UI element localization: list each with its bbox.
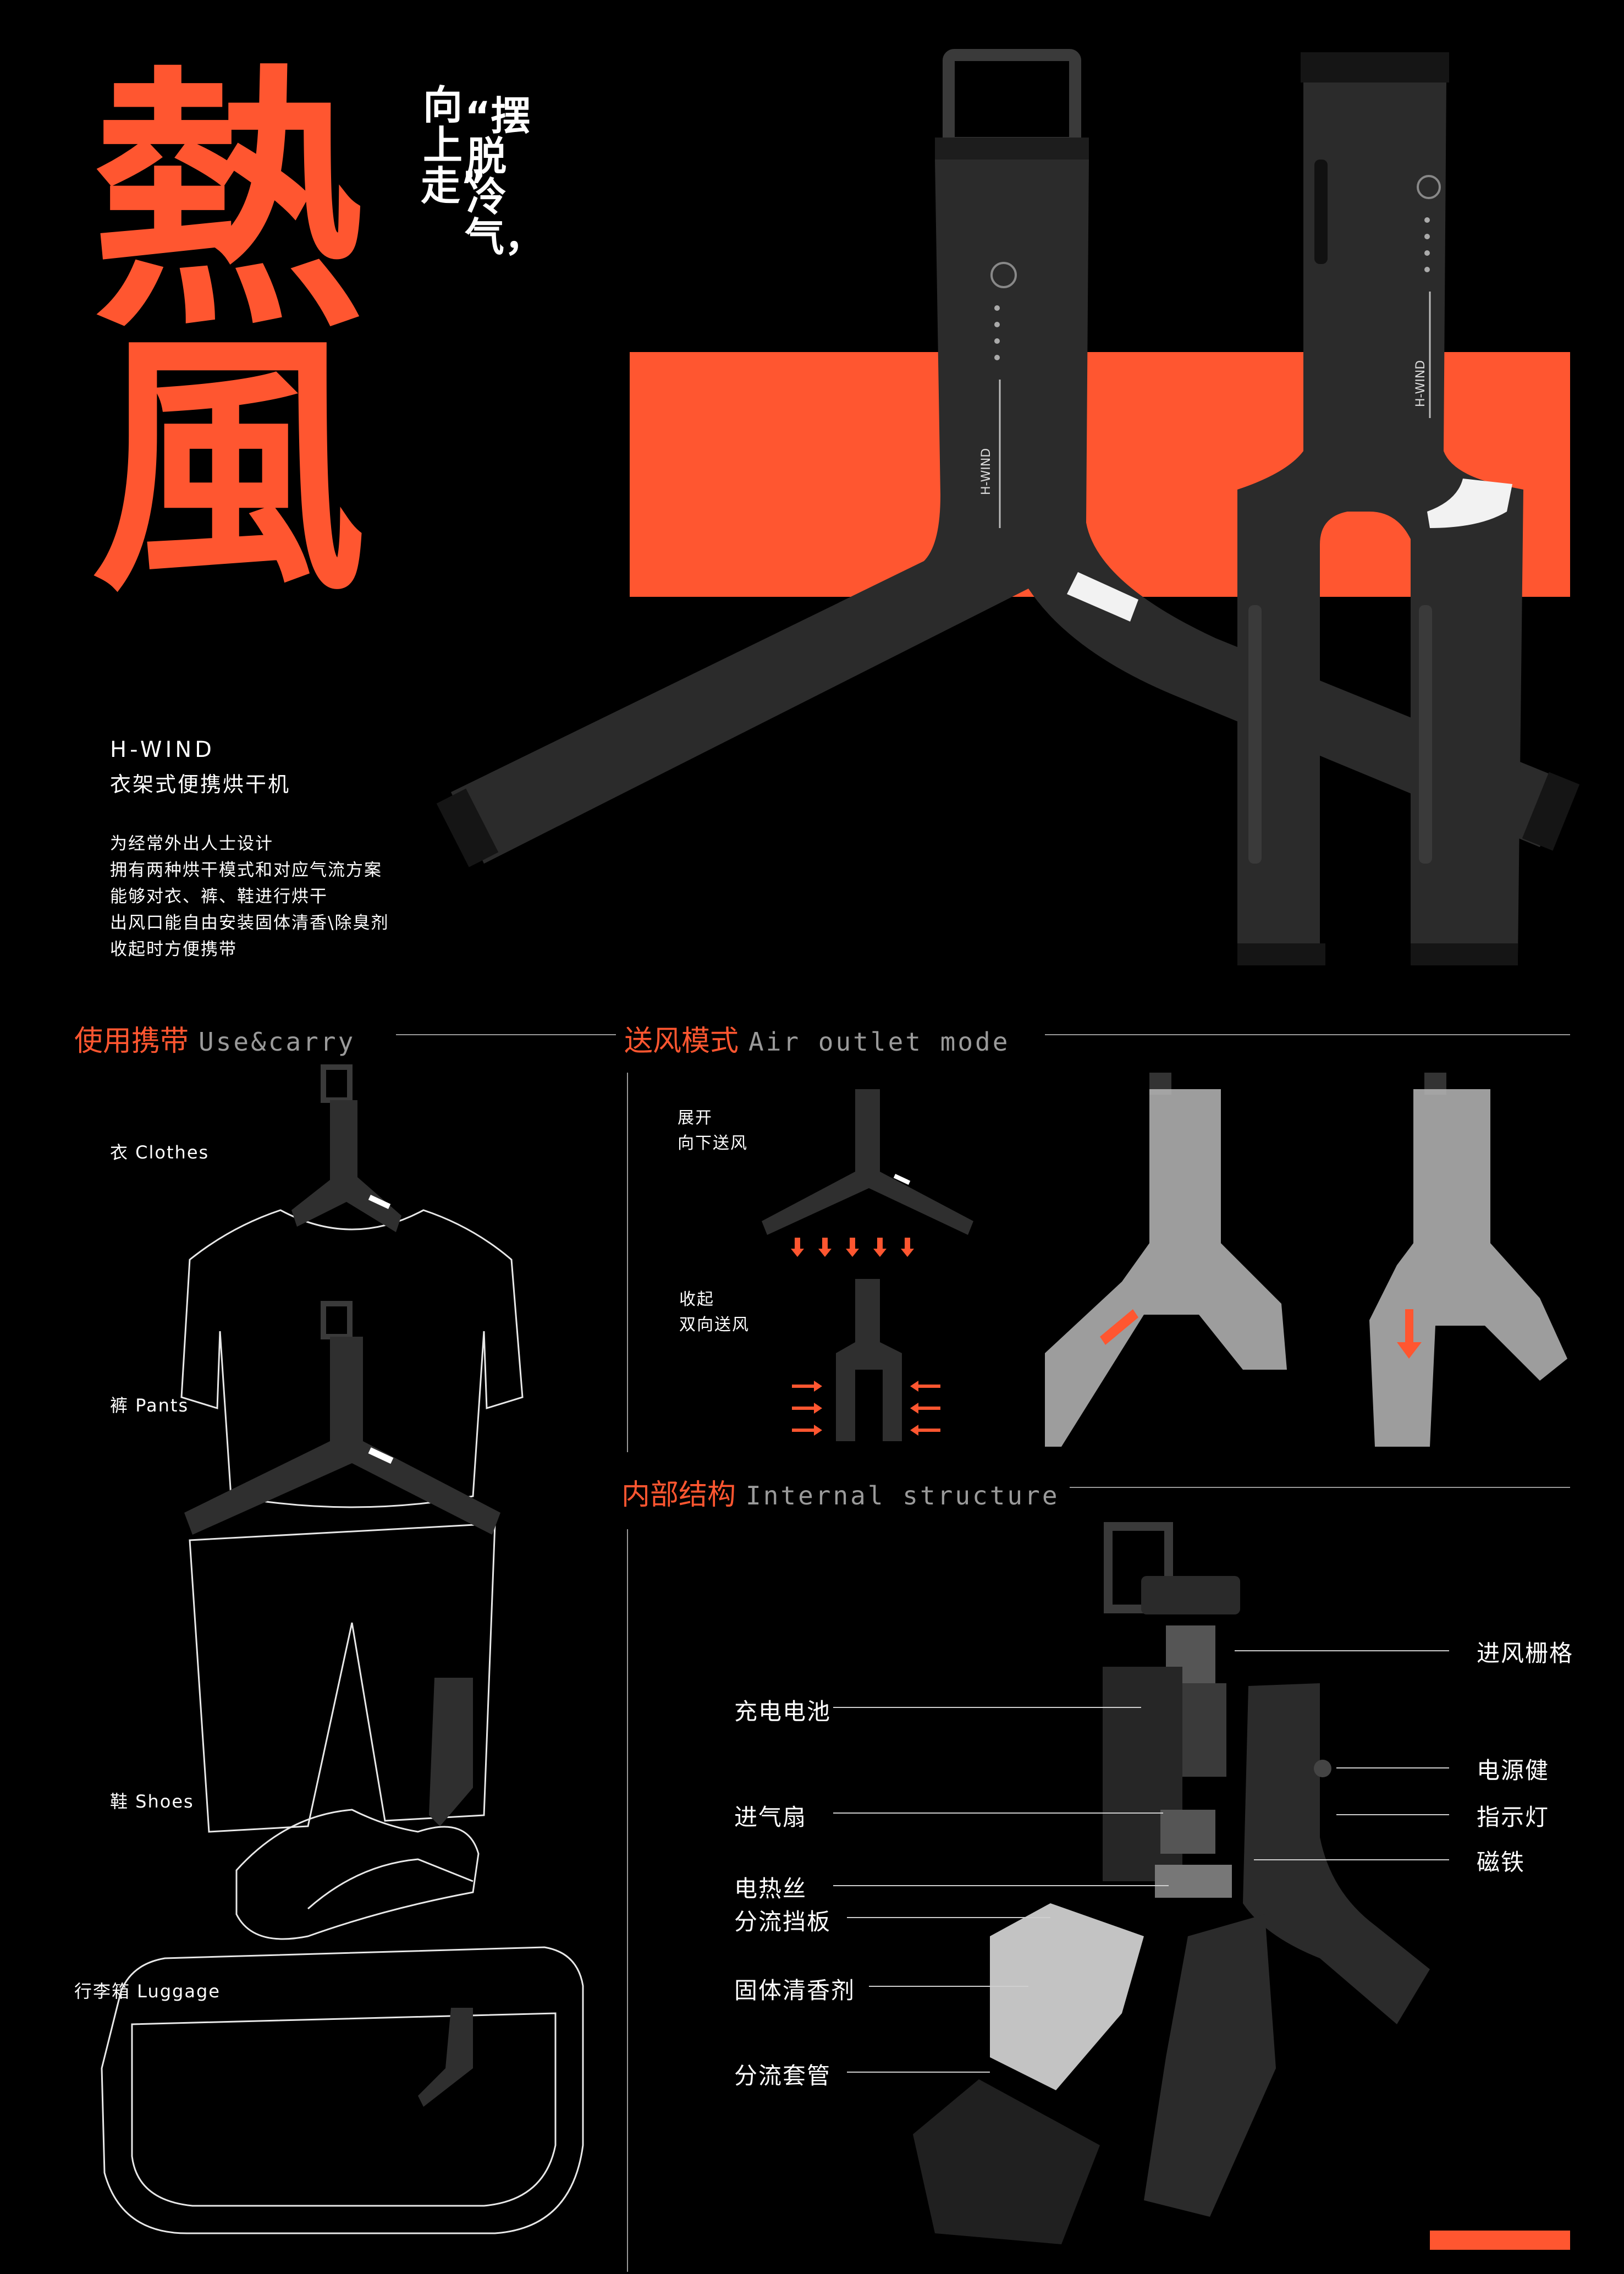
section-internal-heading: 内部结构 Internal structure — [621, 1471, 1060, 1513]
product-brand: H-WIND — [110, 737, 215, 762]
hero-body-print-2: H-WIND — [1414, 360, 1428, 407]
mode-fold-line: 收起 — [679, 1290, 714, 1309]
mode-expand-label: 展开 向下送风 — [678, 1106, 748, 1156]
section-air-outlet-en: Air outlet mode — [748, 1027, 1010, 1057]
part-label-diverter-sleeve: 分流套管 — [734, 2062, 832, 2089]
part-leader — [847, 1917, 1050, 1918]
mode-fold-label: 收起 双向送风 — [679, 1287, 750, 1338]
pants-outline — [189, 1523, 496, 1833]
part-leader — [1254, 1859, 1449, 1860]
section-use-carry-zh: 使用携带 — [74, 1025, 189, 1058]
description-line: 收起时方便携带 — [110, 940, 237, 959]
shoes-outline — [235, 1809, 480, 1940]
part-label-solid-fragrance: 固体清香剂 — [734, 1977, 856, 2004]
use-label-luggage: 行李箱 Luggage — [74, 1981, 221, 2002]
part-leader — [833, 1707, 1141, 1708]
air-render-folded — [1369, 1073, 1567, 1447]
hero-body-print-1: H-WIND — [979, 448, 993, 495]
use-label-clothes: 衣 Clothes — [110, 1142, 210, 1163]
air-arrows-down — [791, 1238, 914, 1257]
luggage-outline — [101, 1946, 584, 2234]
mode-expand-line: 向下送风 — [678, 1134, 748, 1153]
section-use-carry-en: Use&carry — [199, 1027, 356, 1057]
section-internal-zh: 内部结构 — [621, 1479, 736, 1512]
part-leader — [833, 1812, 1163, 1814]
air-arrows-sideways — [792, 1381, 940, 1436]
section-divider — [396, 1034, 616, 1035]
description-line: 拥有两种烘干模式和对应气流方案 — [110, 860, 382, 880]
description-line: 能够对衣、裤、鞋进行烘干 — [110, 887, 328, 907]
title-char-hot: 熱 — [91, 43, 366, 364]
part-leader — [1336, 1767, 1449, 1768]
part-label-heating-wire: 电热丝 — [734, 1875, 807, 1902]
mode-fold-line: 双向送风 — [679, 1315, 750, 1334]
section-divider — [1045, 1034, 1570, 1035]
part-label-intake-fan: 进气扇 — [734, 1804, 807, 1831]
product-description: 为经常外出人士设计 拥有两种烘干模式和对应气流方案 能够对衣、裤、鞋进行烘干 出… — [110, 831, 389, 963]
section-air-outlet-heading: 送风模式 Air outlet mode — [624, 1018, 1010, 1059]
mode-expand-line: 展开 — [678, 1108, 713, 1128]
section-use-carry-heading: 使用携带 Use&carry — [74, 1018, 355, 1059]
section-divider — [1070, 1487, 1570, 1488]
part-label-power-button: 电源健 — [1477, 1757, 1550, 1784]
part-label-intake-grille: 进风栅格 — [1477, 1640, 1574, 1667]
section-internal-en: Internal structure — [746, 1481, 1060, 1510]
use-label-pants: 裤 Pants — [110, 1395, 189, 1416]
air-render-expanded — [1045, 1073, 1287, 1447]
part-leader — [1235, 1650, 1449, 1651]
part-label-battery: 充电电池 — [734, 1698, 832, 1725]
product-subtitle: 衣架式便携烘干机 — [110, 772, 291, 797]
section-divider-vertical — [627, 1529, 628, 2272]
description-line: 为经常外出人士设计 — [110, 834, 273, 854]
section-air-outlet-zh: 送风模式 — [624, 1025, 739, 1058]
part-leader — [1336, 1814, 1449, 1815]
part-label-indicator: 指示灯 — [1477, 1804, 1550, 1831]
description-line: 出风口能自由安装固体清香\除臭剂 — [110, 913, 389, 933]
part-leader — [869, 1986, 1028, 1987]
use-hanger-units — [184, 1064, 500, 2107]
part-label-magnet: 磁铁 — [1477, 1849, 1526, 1876]
part-leader — [833, 1885, 1169, 1886]
section-divider-vertical — [627, 1073, 628, 1452]
hero-product-folded: H-WIND — [1237, 52, 1523, 965]
part-leader — [847, 2072, 990, 2073]
footer-accent-bar — [1430, 2231, 1570, 2250]
part-label-diverter-plate: 分流挡板 — [734, 1908, 832, 1935]
use-label-shoes: 鞋 Shoes — [110, 1791, 194, 1812]
title-char-wind: 風 — [91, 307, 366, 628]
